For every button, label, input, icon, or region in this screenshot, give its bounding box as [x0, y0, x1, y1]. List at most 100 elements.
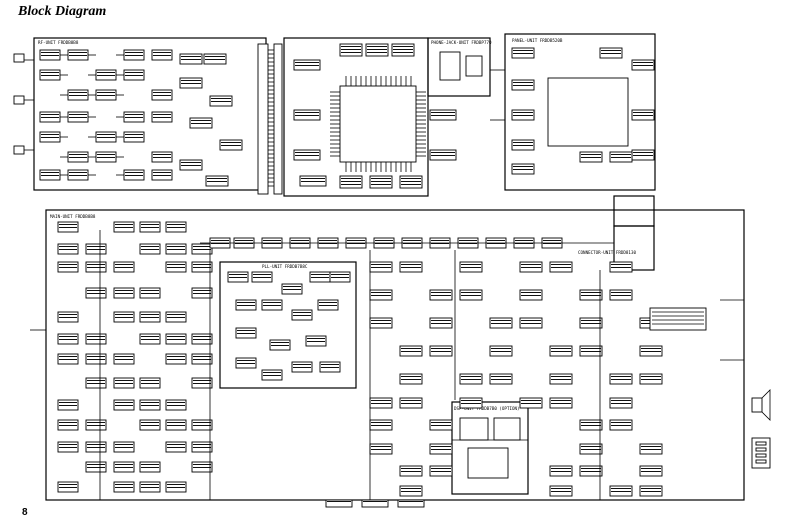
label-mark	[59, 336, 77, 337]
label-mark	[193, 246, 211, 247]
label-mark	[641, 379, 661, 380]
diagram-detail	[13, 43, 771, 508]
label-mark	[401, 403, 421, 404]
label-mark	[167, 405, 185, 406]
label-mark	[125, 117, 143, 118]
main-unit-label: MAIN-UNIT FRDDB8B8	[50, 214, 96, 219]
label-mark	[367, 46, 387, 47]
label-mark	[141, 339, 159, 340]
label-mark	[513, 112, 533, 113]
label-mark	[581, 323, 601, 324]
label-mark	[115, 402, 133, 403]
label-mark	[431, 292, 451, 293]
label-mark	[581, 154, 601, 155]
label-mark	[431, 468, 451, 469]
label-mark	[641, 446, 661, 447]
label-mark	[41, 52, 59, 53]
label-mark	[115, 405, 133, 406]
label-mark	[141, 487, 159, 488]
label-mark	[321, 364, 339, 365]
panel-unit-label: PANEL-UNIT FRDDB520B	[512, 38, 563, 43]
label-mark	[641, 449, 661, 450]
label-mark	[87, 447, 105, 448]
label-mark	[581, 446, 601, 447]
label-mark	[521, 320, 541, 321]
label-mark	[311, 277, 329, 278]
label-mark	[399, 501, 423, 502]
label-mark	[59, 405, 77, 406]
label-mark	[295, 152, 319, 153]
label-mark	[181, 59, 201, 60]
label-mark	[341, 52, 361, 53]
label-mark	[371, 292, 391, 293]
label-mark	[167, 224, 185, 225]
label-mark	[641, 351, 661, 352]
label-mark	[115, 293, 133, 294]
cpu-chip	[339, 85, 417, 163]
circuit-block	[467, 447, 509, 479]
label-mark	[235, 240, 253, 241]
label-mark	[611, 379, 631, 380]
connector-unit-section: CONNECTOR-UNIT FRDD8130	[578, 195, 655, 271]
label-mark	[59, 246, 77, 247]
label-mark	[211, 243, 229, 244]
label-mark	[393, 52, 413, 53]
label-mark	[115, 224, 133, 225]
label-mark	[221, 142, 241, 143]
panel-cpu-chip	[547, 77, 629, 147]
label-mark	[193, 293, 211, 294]
cpu-section	[283, 37, 429, 197]
label-mark	[115, 356, 133, 357]
label-mark	[115, 487, 133, 488]
label-mark	[97, 75, 115, 76]
label-mark	[513, 82, 533, 83]
label-mark	[125, 52, 143, 53]
label-mark	[371, 449, 391, 450]
label-mark	[153, 114, 171, 115]
label-mark	[641, 471, 661, 472]
label-mark	[87, 425, 105, 426]
label-mark	[551, 400, 571, 401]
label-mark	[641, 488, 661, 489]
label-mark	[115, 467, 133, 468]
label-mark	[633, 65, 653, 66]
label-mark	[167, 484, 185, 485]
label-mark	[141, 224, 159, 225]
label-mark	[41, 114, 59, 115]
label-mark	[331, 274, 349, 275]
label-mark	[611, 267, 631, 268]
label-mark	[371, 446, 391, 447]
rf-unit-label: RF-UNIT FRDDB8B8	[38, 40, 79, 45]
label-mark	[59, 422, 77, 423]
label-mark	[319, 240, 337, 241]
circuit-block	[755, 441, 767, 446]
label-mark	[551, 491, 571, 492]
label-mark	[263, 305, 281, 306]
label-mark	[401, 181, 421, 182]
label-mark	[461, 376, 481, 377]
label-mark	[141, 464, 159, 465]
label-mark	[371, 320, 391, 321]
label-mark	[237, 302, 255, 303]
label-mark	[293, 364, 311, 365]
label-mark	[431, 348, 451, 349]
label-mark	[431, 320, 451, 321]
label-mark	[193, 380, 211, 381]
label-mark	[521, 292, 541, 293]
label-mark	[371, 400, 391, 401]
label-mark	[193, 467, 211, 468]
label-mark	[141, 293, 159, 294]
label-mark	[97, 134, 115, 135]
label-mark	[431, 243, 449, 244]
label-mark	[363, 501, 387, 502]
label-mark	[59, 249, 77, 250]
label-mark	[633, 112, 653, 113]
label-mark	[513, 142, 533, 143]
label-mark	[513, 53, 533, 54]
label-mark	[41, 137, 59, 138]
label-mark	[205, 59, 225, 60]
label-mark	[59, 224, 77, 225]
label-mark	[401, 178, 421, 179]
label-mark	[551, 376, 571, 377]
